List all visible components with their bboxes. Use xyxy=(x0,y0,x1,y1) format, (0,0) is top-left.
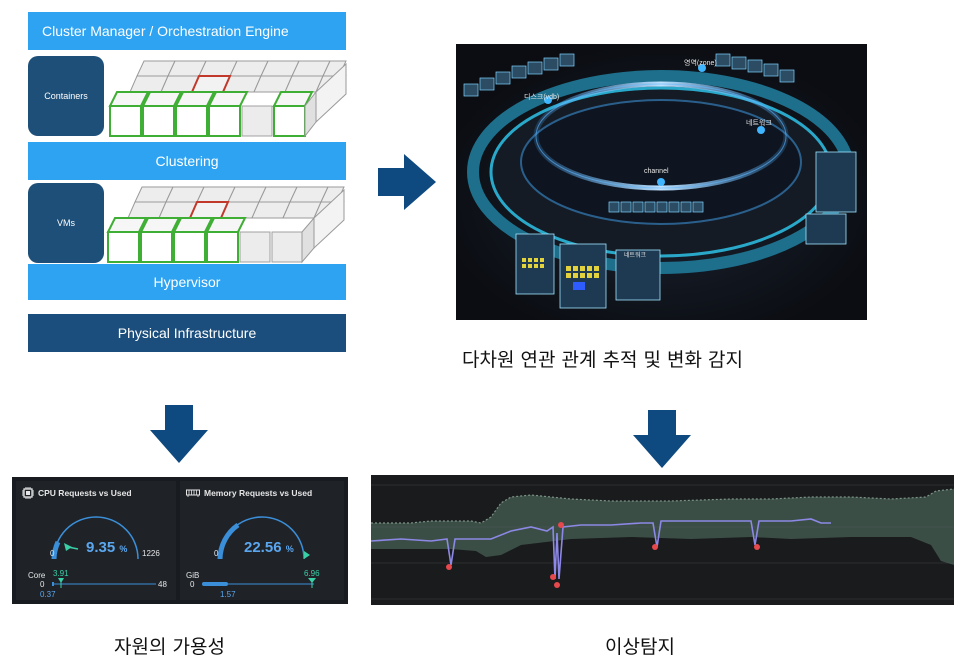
resource-caption: 자원의 가용성 xyxy=(114,636,225,658)
node-label-network: 네트워크 xyxy=(746,120,772,127)
cpu-percent-readout: 9.35 % xyxy=(86,539,127,556)
node-label-disk: 디스크(vdb) xyxy=(524,94,560,101)
memory-requests-value: 6.96 xyxy=(304,569,320,578)
clustering-label: Clustering xyxy=(155,153,219,169)
cpu-gauge xyxy=(51,516,139,560)
physical-label: Physical Infrastructure xyxy=(117,325,257,341)
clustering-bar: Clustering xyxy=(28,142,346,180)
anomaly-caption: 이상탐지 xyxy=(605,636,675,658)
node-label-network-2: 네트워크 xyxy=(624,253,647,259)
cpu-usage-bar xyxy=(52,578,156,588)
highlight-cell-vm xyxy=(188,201,230,219)
cpu-gauge-min: 0 xyxy=(50,549,55,558)
hypervisor-bar: Hypervisor xyxy=(28,264,346,300)
cpu-panel: CPU Requests vs Used 0 9.35 % 1226 Core … xyxy=(16,481,176,600)
cpu-bar-min: 0 xyxy=(40,580,45,589)
containers-label: Containers xyxy=(44,91,88,101)
anomaly-chart-panel xyxy=(371,475,954,605)
memory-chip-icon xyxy=(186,489,200,497)
memory-bar-min: 0 xyxy=(190,580,195,589)
vms-label: VMs xyxy=(57,218,75,228)
cpu-percent-unit: % xyxy=(119,544,128,554)
memory-usage-bar xyxy=(202,578,316,588)
physical-infrastructure-bar: Physical Infrastructure xyxy=(28,314,346,352)
memory-gauge xyxy=(217,516,310,560)
vms-tile: VMs xyxy=(28,183,104,263)
highlight-cell xyxy=(190,75,232,93)
cpu-percent-value: 9.35 xyxy=(86,539,116,556)
container-grid xyxy=(108,60,347,138)
node-label-channel: channel xyxy=(644,168,669,175)
cpu-requests-value: 3.91 xyxy=(53,569,69,578)
resource-dashboard: CPU Requests vs Used 0 9.35 % 1226 Core … xyxy=(12,477,348,604)
anomaly-points xyxy=(446,522,760,588)
memory-percent-readout: 22.56 % xyxy=(244,539,294,556)
hypervisor-label: Hypervisor xyxy=(153,274,221,290)
containers-tile: Containers xyxy=(28,56,104,136)
memory-percent-value: 22.56 xyxy=(244,539,282,556)
arrow-right-icon xyxy=(378,154,436,210)
cpu-chip-icon xyxy=(22,487,34,499)
memory-panel: Memory Requests vs Used 0 22.56 % GiB 6.… xyxy=(180,481,344,600)
cpu-bar-max: 48 xyxy=(158,580,167,589)
arrow-down-icon xyxy=(633,410,691,468)
node-label-zone: 영역(zone) xyxy=(684,60,717,67)
memory-percent-unit: % xyxy=(285,544,294,554)
memory-gauge-min: 0 xyxy=(214,549,219,558)
orchestration-label: Cluster Manager / Orchestration Engine xyxy=(42,23,289,39)
cpu-unit: Core xyxy=(28,571,46,580)
visualization-3d-panel: 디스크(vdb) 영역(zone) 네트워크 channel 네트워크 xyxy=(456,44,867,320)
cpu-title: CPU Requests vs Used xyxy=(38,488,132,498)
cpu-gauge-max: 1226 xyxy=(142,549,160,558)
anomaly-band-outline xyxy=(371,488,954,524)
memory-unit: GiB xyxy=(186,571,200,580)
ring-visualization xyxy=(456,44,867,320)
cpu-used-value: 0.37 xyxy=(40,590,56,599)
visualization-caption: 다차원 연관 관계 추적 및 변화 감지 xyxy=(462,349,743,371)
orchestration-bar: Cluster Manager / Orchestration Engine xyxy=(28,12,346,50)
arrow-down-icon xyxy=(150,405,208,463)
memory-title: Memory Requests vs Used xyxy=(204,488,313,498)
vm-grid xyxy=(106,186,345,264)
anomaly-chart xyxy=(371,484,954,600)
memory-used-value: 1.57 xyxy=(220,590,236,599)
anomaly-band xyxy=(371,489,954,565)
